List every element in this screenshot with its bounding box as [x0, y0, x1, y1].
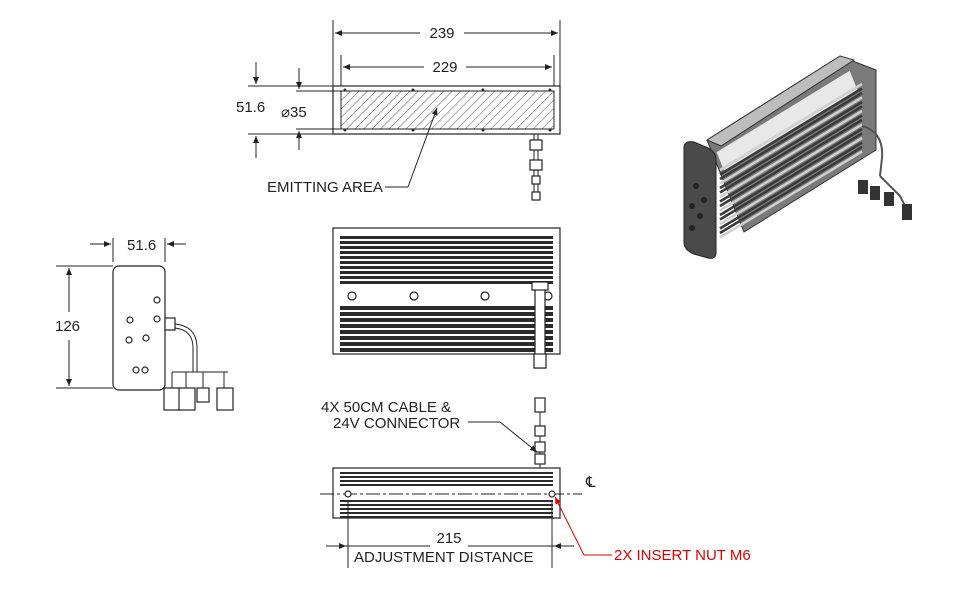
fin	[340, 261, 553, 264]
fin	[340, 312, 553, 316]
dimension-229: 229	[343, 59, 552, 76]
fin	[340, 241, 553, 244]
iso-fin	[719, 87, 863, 176]
iso-fin	[719, 114, 863, 203]
top-view: 239 229 51.6 ⌀3	[236, 20, 561, 201]
adjust-dim-value: 215	[436, 530, 461, 547]
side-cable	[163, 317, 234, 411]
adjust-dim-label: ADJUSTMENT DISTANCE	[354, 549, 533, 566]
iso-fin	[719, 141, 863, 230]
fin	[340, 476, 553, 478]
bottom-view-body	[332, 467, 561, 519]
iso-fin	[719, 127, 863, 217]
fin	[340, 336, 553, 340]
insert-nut-label: 2X INSERT NUT M6	[614, 547, 751, 564]
fin	[340, 281, 553, 284]
fin	[340, 276, 553, 279]
iso-fin	[719, 145, 863, 235]
front-view	[332, 227, 561, 369]
fin	[340, 236, 553, 239]
dim-height: 51.6	[236, 99, 265, 116]
centerline-icon: ℄	[585, 474, 596, 491]
dimension-239: 239	[335, 25, 558, 42]
dim-inner-width: 229	[432, 59, 457, 76]
fin	[340, 271, 553, 274]
front-cable	[531, 281, 549, 369]
iso-fin	[719, 105, 863, 194]
fin	[340, 342, 553, 346]
iso-fin	[719, 96, 863, 185]
bottom-view: ℄ 4X 50CM CABLE & 24V CONNECTOR 215 ADJU…	[320, 397, 751, 568]
side-dim-width: 51.6	[127, 237, 156, 254]
fin	[340, 480, 553, 482]
dim-diameter: ⌀35	[281, 104, 307, 121]
fin	[340, 504, 553, 506]
iso-fin	[719, 100, 863, 190]
iso-fin	[719, 118, 863, 208]
fin	[340, 246, 553, 249]
fin	[340, 512, 553, 514]
fin	[340, 330, 553, 334]
bottom-cable	[534, 397, 546, 468]
fin	[340, 306, 553, 310]
iso-fin	[719, 123, 863, 212]
side-view: 51.6 126	[55, 237, 234, 411]
fin	[340, 500, 553, 502]
fin	[340, 318, 553, 322]
fin	[340, 508, 553, 510]
iso-fin	[719, 91, 863, 181]
emitting-area-label: EMITTING AREA	[267, 179, 383, 196]
fin	[340, 324, 553, 328]
iso-fin	[719, 109, 863, 199]
side-dim-height: 126	[55, 318, 80, 335]
fin	[340, 516, 553, 518]
fin	[340, 251, 553, 254]
iso-fin	[719, 82, 863, 172]
iso-view	[683, 55, 912, 259]
dim-overall-width: 239	[429, 25, 454, 42]
iso-fin	[719, 132, 863, 221]
emitting-area-hatch	[340, 90, 555, 130]
iso-fin	[719, 136, 863, 226]
cable-note-line1: 4X 50CM CABLE &	[321, 399, 451, 416]
cable-note-line2: 24V CONNECTOR	[333, 415, 460, 432]
iso-fin	[719, 150, 863, 239]
fin	[340, 348, 553, 352]
fin	[340, 472, 553, 474]
fin	[340, 266, 553, 269]
fin	[340, 256, 553, 259]
top-cable	[529, 134, 543, 201]
fin	[340, 484, 553, 486]
